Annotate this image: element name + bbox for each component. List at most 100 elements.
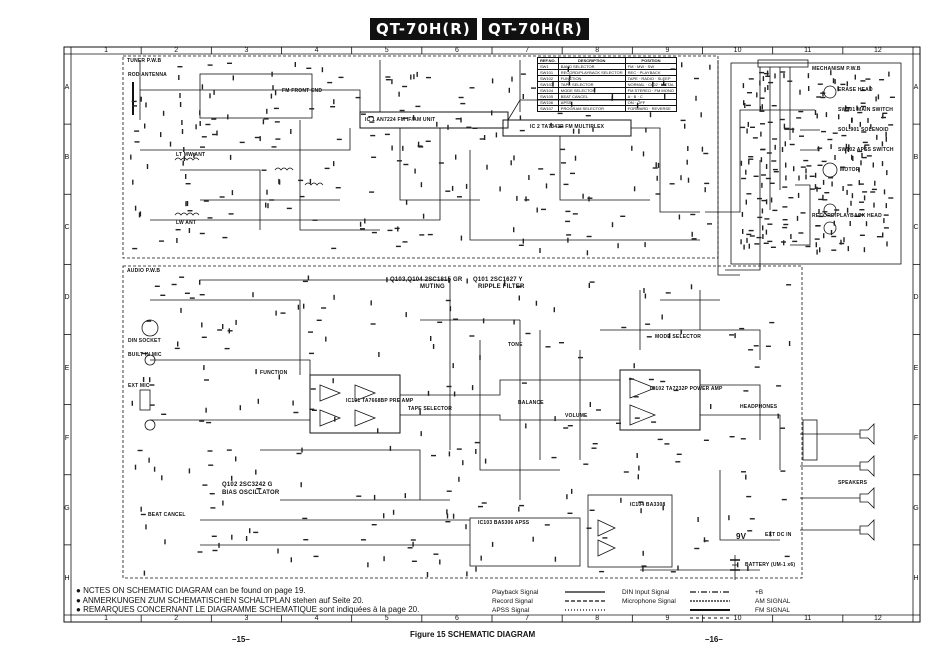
grid-row-letter: G (913, 504, 919, 512)
grid-column-number: 7 (525, 47, 530, 54)
grid-column-number: 6 (454, 615, 459, 622)
fm-front-end-label: FM FRONT END (282, 88, 323, 94)
ext-dc-in-label: EXT DC IN (765, 532, 792, 538)
mechanism-pwb-label: MECHANISM P.W.B (812, 66, 861, 72)
battery-label: BATTERY (UM-1 x6) (745, 562, 796, 568)
legend-plus-b: +B (755, 589, 764, 596)
grid-column-number: 1 (104, 47, 109, 54)
grid-column-number: 11 (804, 615, 812, 622)
tone-label: TONE (508, 342, 523, 348)
grid-column-number: 3 (244, 47, 249, 54)
voltage-label: 9V (736, 532, 747, 541)
lw-ant-label: LW ANT (176, 220, 197, 226)
note-item: ● ANMERKUNGEN ZUM SCHEMATISCHEN SCHALTPL… (76, 595, 364, 605)
table-cell: TAPE · RADIO · SLEEP (624, 75, 678, 82)
model-title-right: QT-70H(R) (482, 18, 589, 40)
grid-row-letter: H (913, 574, 919, 582)
function-label: FUNCTION (260, 370, 288, 376)
apss-switch-label: SW902 APSS SWITCH (838, 147, 894, 153)
legend-din: DIN Input Signal (622, 589, 670, 596)
grid-column-number: 11 (804, 47, 812, 54)
legend-am: AM SIGNAL (755, 598, 791, 605)
grid-row-letter: B (913, 154, 919, 162)
grid-column-number: 2 (174, 47, 179, 54)
rod-antenna-label: ROD ANTENNA (128, 72, 167, 78)
motor-label: MOTOR (840, 167, 860, 173)
tape-selector-label: TAPE SELECTOR (408, 406, 453, 412)
ripple-filter-label: RIPPLE FILTER (478, 284, 525, 290)
headphones-label: HEADPHONES (740, 404, 778, 410)
rec-pb-head-label: RECORD/PLAYBACK HEAD (812, 213, 882, 219)
table-cell: SW107 (537, 105, 559, 112)
grid-column-number: 2 (174, 615, 179, 622)
q103-q104-label: Q103,Q104 2SC1815 GR (390, 277, 463, 283)
grid-row-letter: F (913, 434, 919, 442)
grid-column-number: 6 (454, 47, 459, 54)
grid-column-number: 4 (314, 615, 319, 622)
legend-record: Record Signal (492, 598, 533, 605)
legend-fm: FM SIGNAL (755, 607, 791, 614)
grid-row-letter: E (64, 364, 70, 372)
table-cell: RECORD/PLAYBACK SELECTOR (557, 69, 626, 76)
lt-mw-ant-label: LT MW ANT (176, 152, 206, 158)
mode-selector-label: MODE SELECTOR (655, 334, 702, 340)
audio-pwb-label: AUDIO P.W.B (127, 268, 161, 274)
grid-column-number: 9 (665, 47, 670, 54)
volume-label: VOLUME (565, 413, 588, 419)
grid-column-number: 5 (384, 615, 389, 622)
q102-label: Q102 2SC3242 G (222, 482, 273, 488)
ic104-label: IC104 BA3308 (630, 502, 666, 508)
grid-row-letter: G (64, 504, 70, 512)
grid-column-number: 3 (244, 615, 249, 622)
legend-playback: Playback Signal (492, 589, 539, 596)
page-number-left: –15– (232, 635, 250, 644)
main-switch-label: SW901 MAIN SWITCH (838, 107, 894, 113)
grid-column-number: 5 (384, 47, 389, 54)
grid-row-letter: E (913, 364, 919, 372)
model-title-left: QT-70H(R) (370, 18, 477, 40)
ic103-label: IC103 BA5306 APSS (478, 520, 530, 526)
din-socket-label: DIN SOCKET (128, 338, 161, 344)
ic101-label: IC101 TA7668BP PRE AMP (346, 398, 414, 404)
schematic-notes: ● NCTES ON SCHEMATIC DIAGRAM can be foun… (76, 586, 419, 615)
grid-row-letter: A (64, 84, 70, 92)
grid-row-letter: H (64, 574, 70, 582)
q101-label: Q101 2SC1627 Y (473, 277, 523, 283)
bias-oscillator-label: BIAS OSCILLATOR (222, 490, 280, 496)
legend-apss: APSS Signal (492, 607, 530, 614)
grid-column-number: 1 (104, 615, 109, 622)
table-header: REF.NO. (537, 57, 559, 64)
grid-column-number: 12 (874, 615, 882, 622)
tuner-pwb-label: TUNER P.W.B (127, 58, 162, 64)
grid-row-letter: A (913, 84, 919, 92)
table-cell: FORWARD · REVERSE (624, 105, 678, 112)
ic1-label: IC 1 AN7224 FM IF/AM UNIT (365, 117, 436, 123)
page-number-right: –16– (705, 635, 723, 644)
beat-cancel-label: BEAT CANCEL (148, 512, 186, 518)
table-cell: PROGRAM SELECTOR (557, 105, 626, 112)
table-cell: NORMAL · CrO2 · METAL (624, 81, 678, 88)
table-cell: FM STEREO · FM MONO (624, 87, 678, 94)
grid-column-number: 8 (595, 47, 600, 54)
built-in-mic-label: BUILT IN MIC (128, 352, 162, 358)
grid-row-letter: C (64, 224, 70, 232)
grid-column-number: 8 (595, 615, 600, 622)
ic2-label: IC 2 TA7343P FM MULTIPLEX (530, 124, 605, 130)
note-item: ● NCTES ON SCHEMATIC DIAGRAM can be foun… (76, 586, 306, 595)
grid-row-letter: B (64, 154, 70, 162)
legend-mic: Microphone Signal (622, 598, 676, 605)
grid-column-number: 12 (874, 47, 882, 54)
grid-column-number: 9 (665, 615, 670, 622)
grid-row-letter: D (913, 294, 919, 302)
ic102-label: IC102 TA7232P POWER AMP (650, 386, 723, 392)
grid-column-number: 4 (314, 47, 319, 54)
erase-head-label: ERASE HEAD (838, 87, 873, 93)
grid-row-letter: C (913, 224, 919, 232)
grid-row-letter: F (64, 434, 70, 442)
speakers-label: SPEAKERS (838, 480, 868, 486)
note-item: ● REMARQUES CONCERNANT LE DIAGRAMME SCHE… (76, 605, 420, 614)
figure-caption: Figure 15 SCHEMATIC DIAGRAM (410, 630, 536, 639)
